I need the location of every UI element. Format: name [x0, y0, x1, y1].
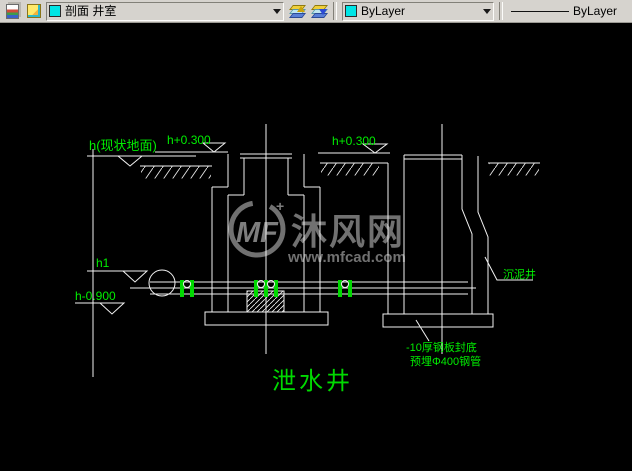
toolbar-separator — [333, 2, 337, 20]
watermark-site-name: 沐风网 — [291, 211, 405, 252]
layer-previous-button[interactable] — [308, 1, 328, 21]
mfcad-watermark: MF + 沐风网 www.mfcad.com — [228, 198, 406, 266]
silt-well-leader — [484, 256, 533, 281]
flange-bar[interactable] — [264, 280, 268, 297]
marker-plus300-left-triangle-icon — [201, 142, 227, 153]
right-well-right-inner-wall — [461, 155, 473, 314]
label-note-line1[interactable]: -10厚钢板封底 — [406, 340, 477, 354]
left-well-outer-walls — [211, 187, 321, 312]
label-level-minus900[interactable]: h-0.900 — [75, 289, 116, 303]
layers-properties-toolbar: 剖面 井室 ByLayer ByLayer — [0, 0, 632, 23]
drawing-title[interactable]: 泄水井 — [272, 368, 353, 395]
layer-properties-button[interactable] — [2, 1, 22, 21]
linetype-sample-icon — [511, 10, 569, 12]
layer-states-icon — [27, 4, 41, 18]
chevron-down-icon[interactable] — [483, 8, 491, 14]
color-combobox[interactable]: ByLayer — [342, 1, 494, 21]
layer-stack-up-icon — [288, 4, 306, 18]
color-label: ByLayer — [361, 4, 406, 18]
pipe-end-circle — [148, 269, 176, 297]
note-leader — [415, 319, 430, 342]
marker-h1-triangle-icon — [121, 270, 149, 283]
model-space-canvas[interactable]: MF + 沐风网 www.mfcad.com — [0, 24, 632, 466]
flange-bar[interactable] — [180, 280, 184, 297]
label-silt-well[interactable]: 沉泥井 — [503, 267, 536, 281]
make-object-layer-current-button[interactable] — [286, 1, 306, 21]
label-note-line2[interactable]: 预埋Φ400钢管 — [410, 354, 481, 368]
flange-bar[interactable] — [274, 280, 278, 297]
marker-plus300-right-triangle-icon — [361, 143, 389, 154]
label-level-plus300-right[interactable]: h+0.300 — [332, 134, 376, 148]
label-existing-ground[interactable]: h(现状地面) — [89, 138, 157, 153]
layer-color-swatch — [49, 5, 61, 17]
linetype-combobox[interactable]: ByLayer — [508, 2, 630, 21]
pipe-flanges[interactable] — [180, 280, 352, 297]
annotations: h(现状地面) h+0.300 h+0.300 h1 h-0.900 沉泥井 -… — [75, 133, 536, 395]
cad-drawing: MF + 沐风网 www.mfcad.com — [75, 124, 540, 395]
leader-lines — [415, 256, 533, 342]
chevron-down-icon[interactable] — [273, 8, 281, 14]
watermark-url: www.mfcad.com — [287, 249, 406, 266]
ground-hatch — [141, 163, 539, 179]
marker-ground-triangle-icon — [116, 155, 144, 167]
elevation-markers — [75, 142, 390, 315]
left-well-neck-outer-walls — [227, 154, 305, 187]
flange-bar[interactable] — [254, 280, 258, 297]
marker-minus900-triangle-icon — [98, 302, 126, 315]
right-well-cover — [404, 154, 462, 160]
watermark-logo-circle-icon — [228, 200, 286, 258]
label-level-plus300-left[interactable]: h+0.300 — [167, 133, 211, 147]
right-well-base-slab — [382, 313, 494, 328]
right-well-right-outer-wall — [477, 156, 489, 314]
pipe-run — [130, 269, 476, 297]
ground-lines — [140, 162, 540, 167]
left-well-neck-inner-walls — [243, 158, 289, 195]
left-well-structure — [204, 124, 329, 354]
flange-bar[interactable] — [348, 280, 352, 297]
layer-name-label: 剖面 井室 — [65, 4, 117, 18]
toolbar-separator — [499, 2, 503, 20]
watermark-logo-text: MF — [236, 217, 279, 249]
left-well-inner-walls — [227, 195, 305, 312]
flange-bar[interactable] — [190, 280, 194, 297]
layer-properties-icon — [5, 3, 19, 19]
label-level-h1[interactable]: h1 — [96, 256, 110, 270]
linetype-label: ByLayer — [573, 4, 618, 18]
layer-combobox[interactable]: 剖面 井室 — [46, 1, 284, 21]
watermark-plus-glyph: + — [276, 198, 284, 214]
layer-stack-down-icon — [310, 4, 328, 18]
color-swatch — [345, 5, 357, 17]
layer-states-button[interactable] — [24, 1, 44, 21]
flange-joint-circles — [183, 280, 349, 288]
flange-bar[interactable] — [338, 280, 342, 297]
